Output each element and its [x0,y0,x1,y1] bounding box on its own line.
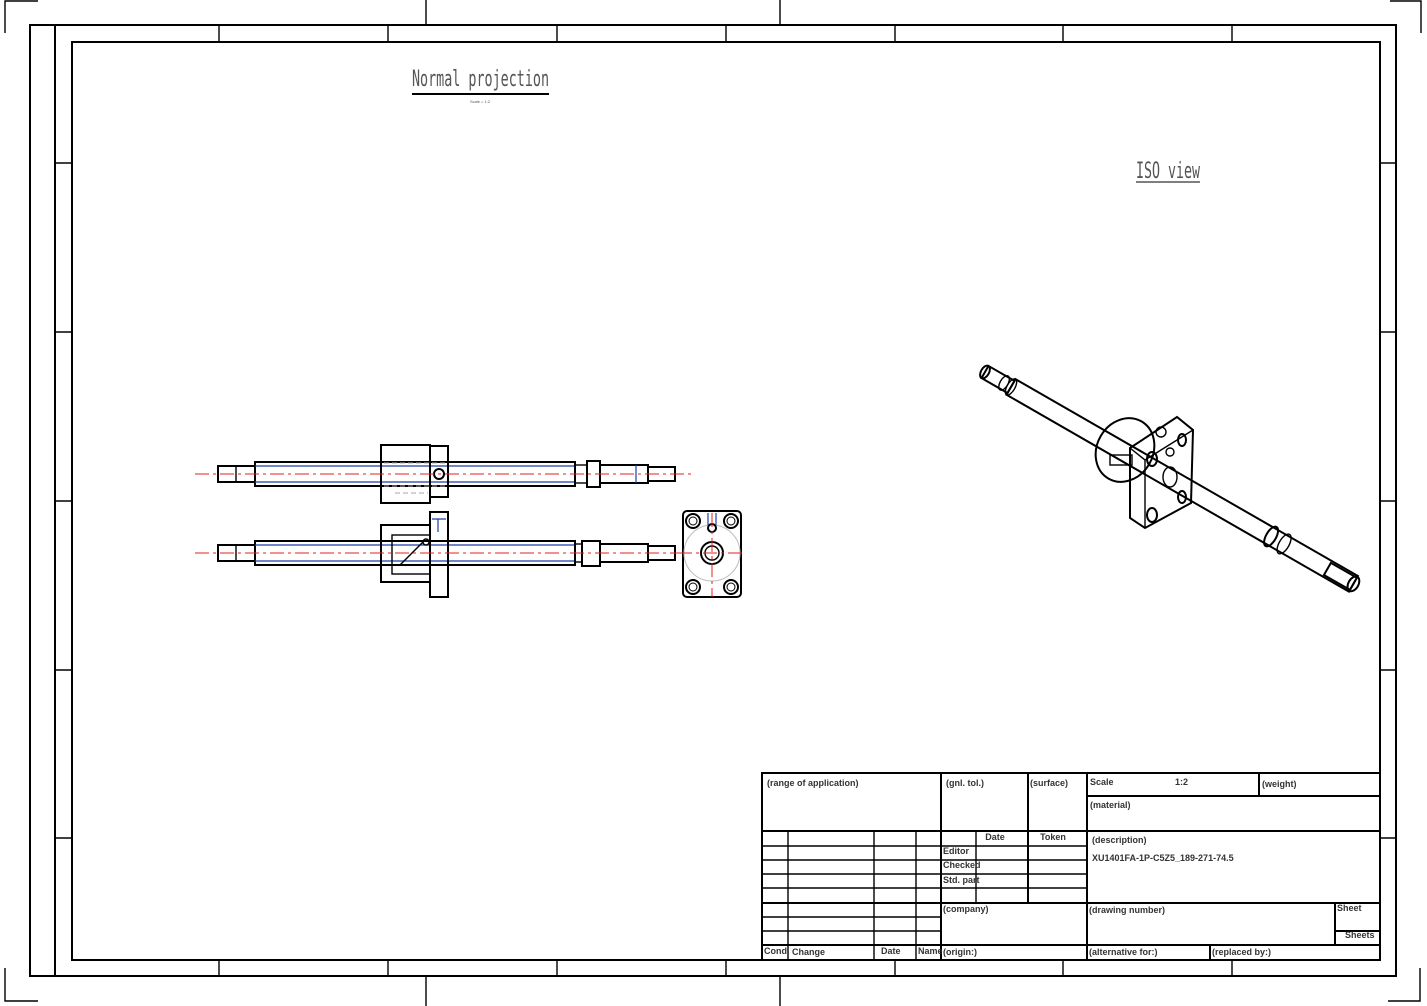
normal-scale-label: Scale = 1:2 [470,99,491,104]
title-block: (range of application) (gnl. tol.) (surf… [761,772,1381,961]
change-label: Change [792,947,825,957]
cond-label: Cond. [764,946,790,956]
drawing-frame [29,24,1397,977]
material: (material) [1090,800,1131,810]
iso-view [979,364,1361,594]
surface: (surface) [1030,778,1068,788]
std-part-label: Std. part [943,875,980,885]
front-view [195,444,693,504]
alternative-for: (alternative for:) [1089,947,1158,957]
scale-label: Scale [1090,777,1114,787]
origin: (origin:) [943,947,977,957]
sheets-label: Sheets [1345,930,1375,940]
checked-label: Checked [943,860,981,870]
name-label: Name [918,946,943,956]
end-view [678,510,746,598]
top-view [195,511,693,598]
normal-projection-title: Normal projection [412,67,549,92]
general-tolerance: (gnl. tol.) [946,778,984,788]
description-value: XU1401FA-1P-C5Z5_189-271-74.5 [1092,853,1234,863]
trim-marks [4,0,1422,1006]
drawing-number: (drawing number) [1089,905,1165,915]
sheet-label: Sheet [1337,903,1362,913]
range-of-application: (range of application) [767,778,859,788]
replaced-by: (replaced by:) [1212,947,1271,957]
date-column: Date [985,832,1005,842]
scale-value: 1:2 [1175,777,1188,787]
rev-date-label: Date [881,946,901,956]
iso-view-title: ISO view [1136,159,1200,184]
company: (company) [943,904,989,914]
description-label: (description) [1092,835,1147,845]
editor-label: Editor [943,846,969,856]
weight: (weight) [1262,779,1297,789]
token-column: Token [1040,832,1066,842]
